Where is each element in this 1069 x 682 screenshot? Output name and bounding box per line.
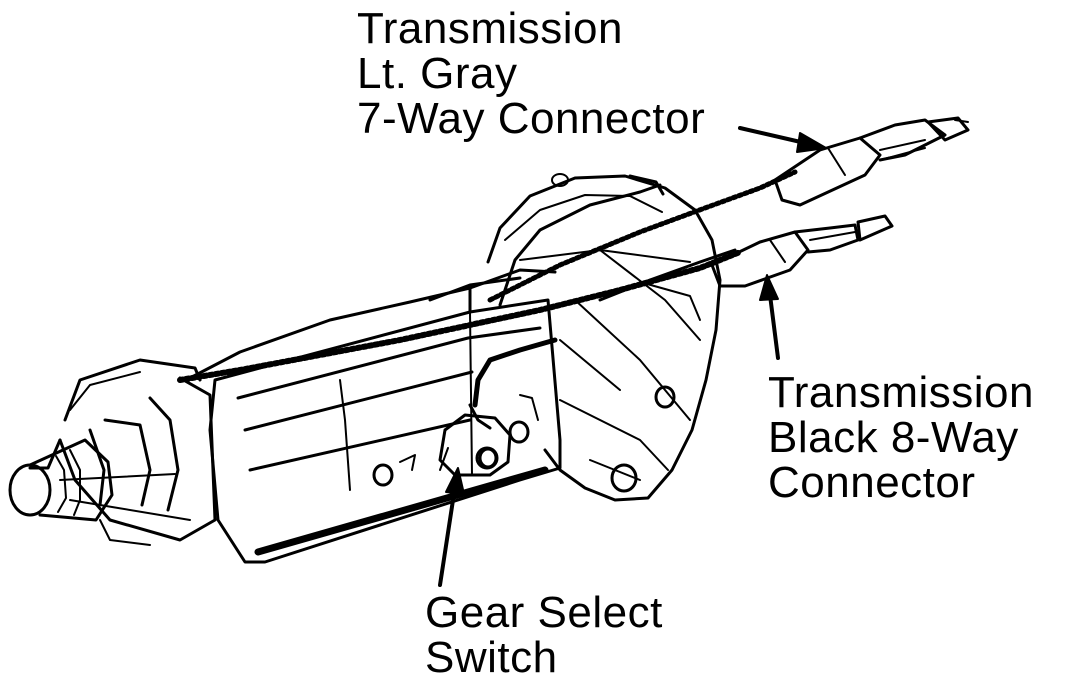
leader-arrow-7way (738, 126, 827, 153)
label-gear-line1: Gear Select (425, 588, 663, 637)
label-gear-line2: Switch (425, 633, 558, 682)
gear-select-switch (438, 413, 512, 477)
wiring-harness (177, 169, 798, 430)
label-8way-connector: Transmission Black 8-Way Connector (768, 370, 1034, 505)
label-7way-line1: Transmission (357, 4, 623, 53)
bell-housing (486, 173, 722, 502)
label-7way-line3: 7-Way Connector (357, 94, 706, 143)
label-7way-connector: Transmission Lt. Gray 7-Way Connector (357, 6, 705, 141)
connector-8way (710, 214, 894, 288)
label-7way-line2: Lt. Gray (357, 49, 518, 98)
label-8way-line1: Transmission (768, 368, 1034, 417)
connector-7way (773, 116, 970, 207)
transmission-case (188, 268, 562, 564)
leader-arrow-gear-switch (438, 467, 465, 587)
label-gear-select-switch: Gear Select Switch (425, 590, 663, 680)
label-8way-line3: Connector (768, 458, 976, 507)
tailshaft-housing (8, 358, 217, 546)
leader-arrow-8way (759, 274, 780, 360)
label-8way-line2: Black 8-Way (768, 413, 1019, 462)
